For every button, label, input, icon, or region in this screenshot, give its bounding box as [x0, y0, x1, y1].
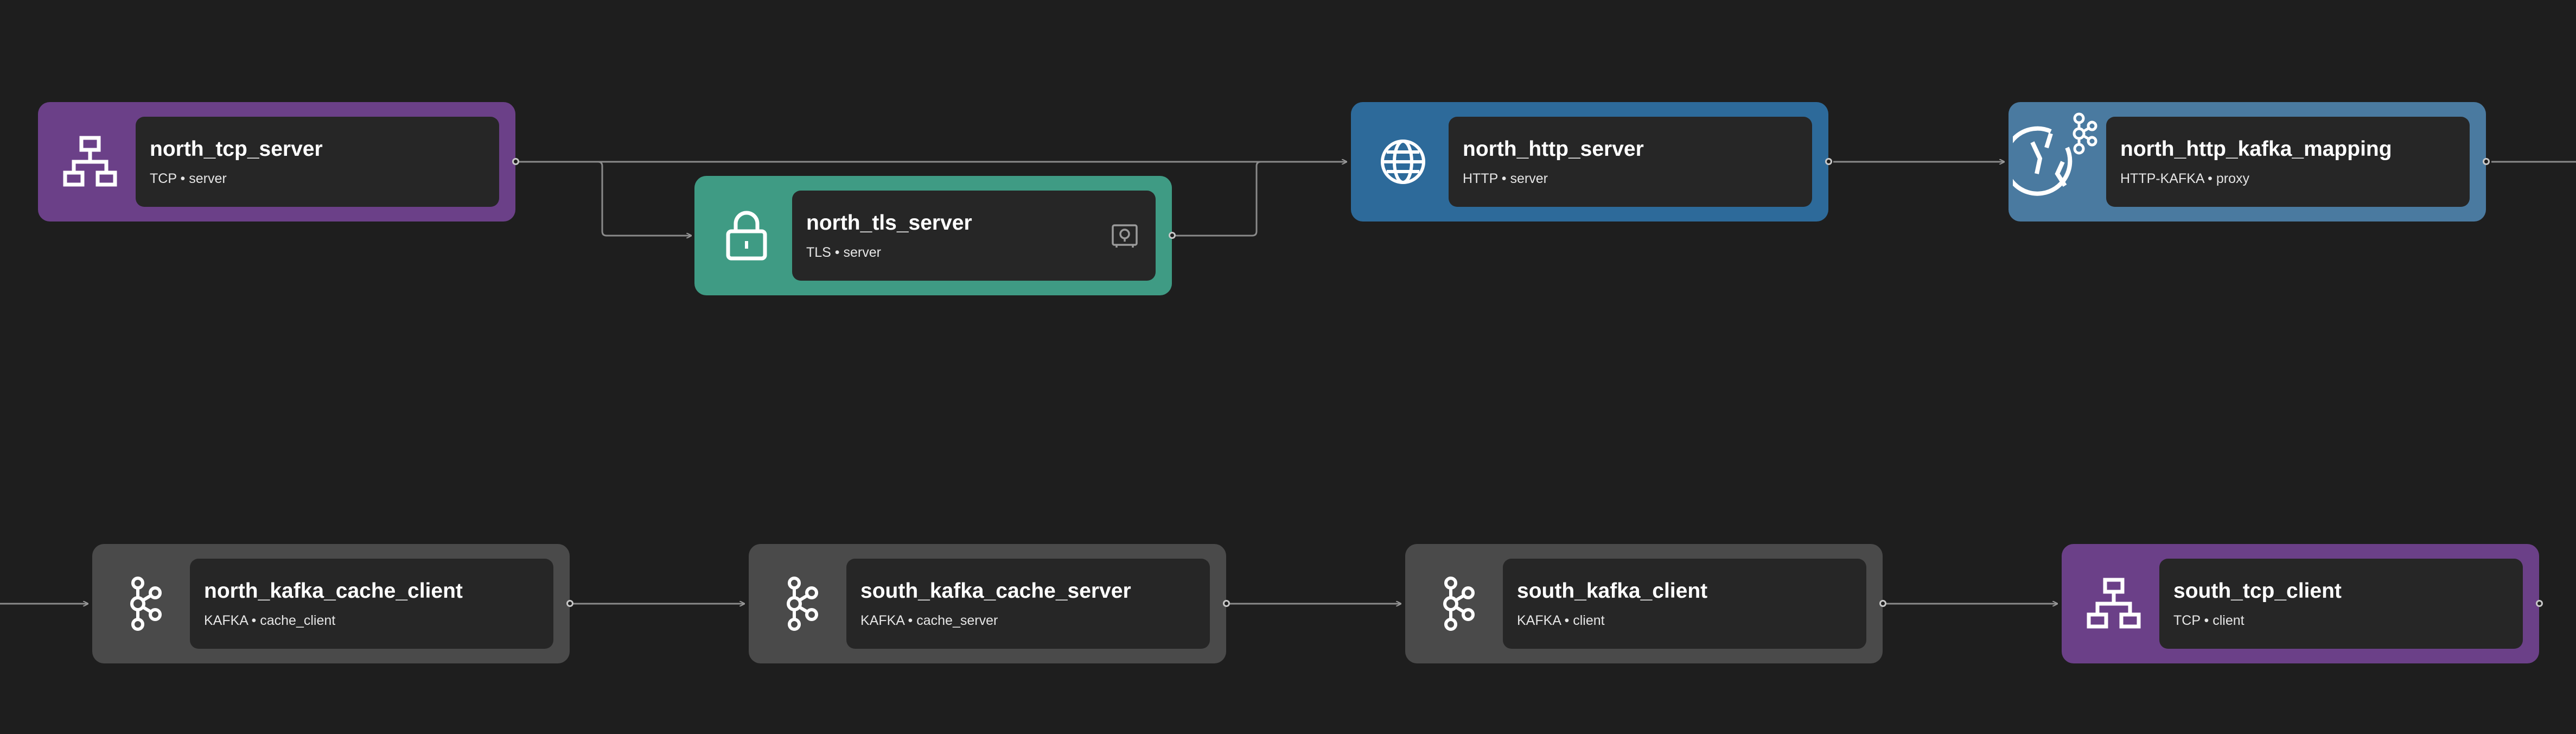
node-label-panel: north_kafka_cache_client KAFKA • cache_c…: [190, 559, 553, 649]
output-port[interactable]: [1825, 158, 1832, 165]
node-south-kafka-cache-server[interactable]: south_kafka_cache_server KAFKA • cache_s…: [749, 544, 1230, 663]
node-north-http-server[interactable]: north_http_server HTTP • server: [1351, 102, 1832, 222]
node-kind: server: [189, 171, 227, 186]
kafka-icon: [1425, 571, 1490, 636]
node-north-kafka-cache-client[interactable]: north_kafka_cache_client KAFKA • cache_c…: [92, 544, 573, 663]
node-subtitle: KAFKA • client: [1517, 613, 1605, 628]
node-south-kafka-client[interactable]: south_kafka_client KAFKA • client: [1405, 544, 1886, 663]
node-label-panel: north_http_kafka_mapping HTTP-KAFKA • pr…: [2106, 117, 2470, 207]
node-kind: server: [1510, 171, 1548, 186]
node-label-panel: south_kafka_cache_server KAFKA • cache_s…: [846, 559, 1210, 649]
output-port[interactable]: [1169, 232, 1176, 239]
node-subtitle: TCP • client: [2173, 613, 2245, 628]
node-label-panel: south_tcp_client TCP • client: [2159, 559, 2523, 649]
node-name: north_http_kafka_mapping: [2120, 137, 2392, 161]
node-subtitle: HTTP-KAFKA • proxy: [2120, 171, 2249, 186]
vault-icon[interactable]: [1110, 221, 1139, 250]
node-name: north_kafka_cache_client: [204, 579, 463, 603]
network-icon: [2081, 571, 2146, 636]
node-name: north_tcp_server: [150, 137, 323, 161]
edge-tls-to-http[interactable]: [1176, 161, 1261, 237]
node-kind: client: [1573, 613, 1605, 628]
node-label-panel: north_http_server HTTP • server: [1449, 117, 1812, 207]
node-label-panel: south_kafka_client KAFKA • client: [1503, 559, 1866, 649]
node-subtitle: TCP • server: [150, 171, 227, 186]
node-type: HTTP-KAFKA: [2120, 171, 2204, 186]
network-icon: [58, 129, 123, 194]
node-kind: cache_client: [260, 613, 336, 628]
node-name: north_tls_server: [806, 211, 972, 235]
node-subtitle: KAFKA • cache_server: [860, 613, 998, 628]
node-north-http-kafka-mapping[interactable]: north_http_kafka_mapping HTTP-KAFKA • pr…: [2008, 102, 2490, 222]
node-type: HTTP: [1463, 171, 1498, 186]
node-type: TCP: [2173, 613, 2201, 628]
kafka-icon: [768, 571, 833, 636]
node-subtitle: HTTP • server: [1463, 171, 1548, 186]
node-type: KAFKA: [860, 613, 904, 628]
node-subtitle: KAFKA • cache_client: [204, 613, 336, 628]
node-south-tcp-client[interactable]: south_tcp_client TCP • client: [2062, 544, 2543, 663]
node-type: KAFKA: [1517, 613, 1561, 628]
node-name: south_kafka_client: [1517, 579, 1708, 603]
node-name: south_kafka_cache_server: [860, 579, 1131, 603]
output-port[interactable]: [2536, 600, 2543, 607]
node-kind: client: [2212, 613, 2245, 628]
globe-kafka-icon: [2013, 110, 2100, 197]
globe-icon: [1370, 129, 1436, 194]
node-type: KAFKA: [204, 613, 248, 628]
output-port[interactable]: [566, 600, 573, 607]
node-kind: cache_server: [916, 613, 998, 628]
node-north-tls-server[interactable]: north_tls_server TLS • server: [694, 176, 1176, 295]
node-north-tcp-server[interactable]: north_tcp_server TCP • server: [38, 102, 519, 222]
node-kind: proxy: [2216, 171, 2249, 186]
output-port[interactable]: [1223, 600, 1230, 607]
lock-icon: [714, 203, 779, 268]
output-port[interactable]: [512, 158, 519, 165]
node-type: TCP: [150, 171, 177, 186]
node-name: north_http_server: [1463, 137, 1644, 161]
edge-tcp-to-tls[interactable]: [519, 161, 691, 236]
node-label-panel: north_tcp_server TCP • server: [136, 117, 499, 207]
output-port[interactable]: [2483, 158, 2490, 165]
node-type: TLS: [806, 245, 831, 260]
node-subtitle: TLS • server: [806, 245, 881, 260]
kafka-icon: [112, 571, 177, 636]
node-name: south_tcp_client: [2173, 579, 2342, 603]
node-kind: server: [843, 245, 881, 260]
node-label-panel: north_tls_server TLS • server: [792, 191, 1156, 281]
output-port[interactable]: [1879, 600, 1886, 607]
